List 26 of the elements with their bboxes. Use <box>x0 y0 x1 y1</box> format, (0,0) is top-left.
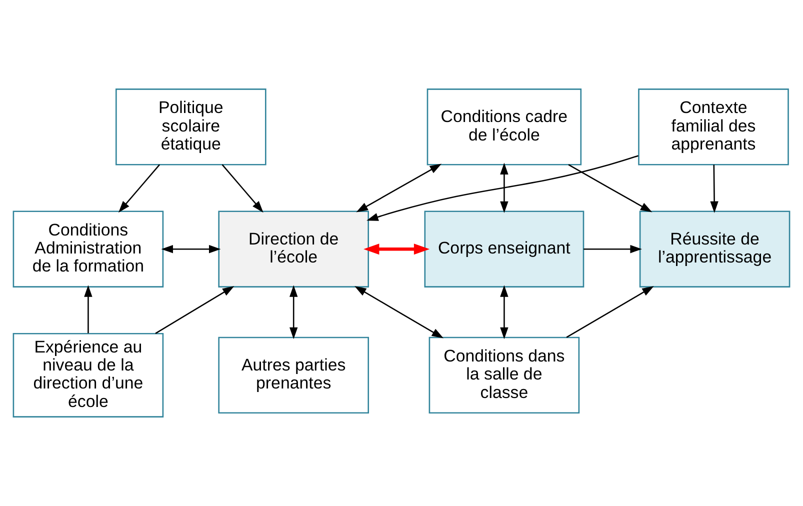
arrow <box>710 164 718 214</box>
arrow <box>568 164 652 212</box>
arrow <box>500 285 508 340</box>
arrow <box>290 285 298 340</box>
node-box: Expérience au niveau de la direction d’une école <box>12 332 164 418</box>
arrow <box>161 245 221 254</box>
node-box: Corps enseignant <box>424 210 584 288</box>
arrow <box>118 164 160 213</box>
arrow <box>84 285 92 334</box>
arrow <box>566 286 654 338</box>
node-box: Politique scolaire étatique <box>116 88 266 166</box>
node-box: Conditions cadre de l’école <box>426 88 582 166</box>
arrow <box>500 162 508 214</box>
node-box: Conditions Administration de la formation <box>12 210 164 288</box>
node-box: Contexte familial des apprenants <box>638 88 789 166</box>
arrow <box>354 286 444 338</box>
node-box: Direction de l’école <box>218 210 369 288</box>
arrow <box>222 164 264 213</box>
arrow <box>356 164 442 212</box>
arrow <box>155 286 234 334</box>
node-box: Conditions dans la salle de classe <box>428 336 580 414</box>
node-box: Autres parties prenantes <box>218 336 369 414</box>
arrow <box>366 155 638 221</box>
arrow <box>584 245 642 254</box>
arrow <box>364 244 430 255</box>
node-box: Réussite de l’apprentissage <box>639 210 790 288</box>
